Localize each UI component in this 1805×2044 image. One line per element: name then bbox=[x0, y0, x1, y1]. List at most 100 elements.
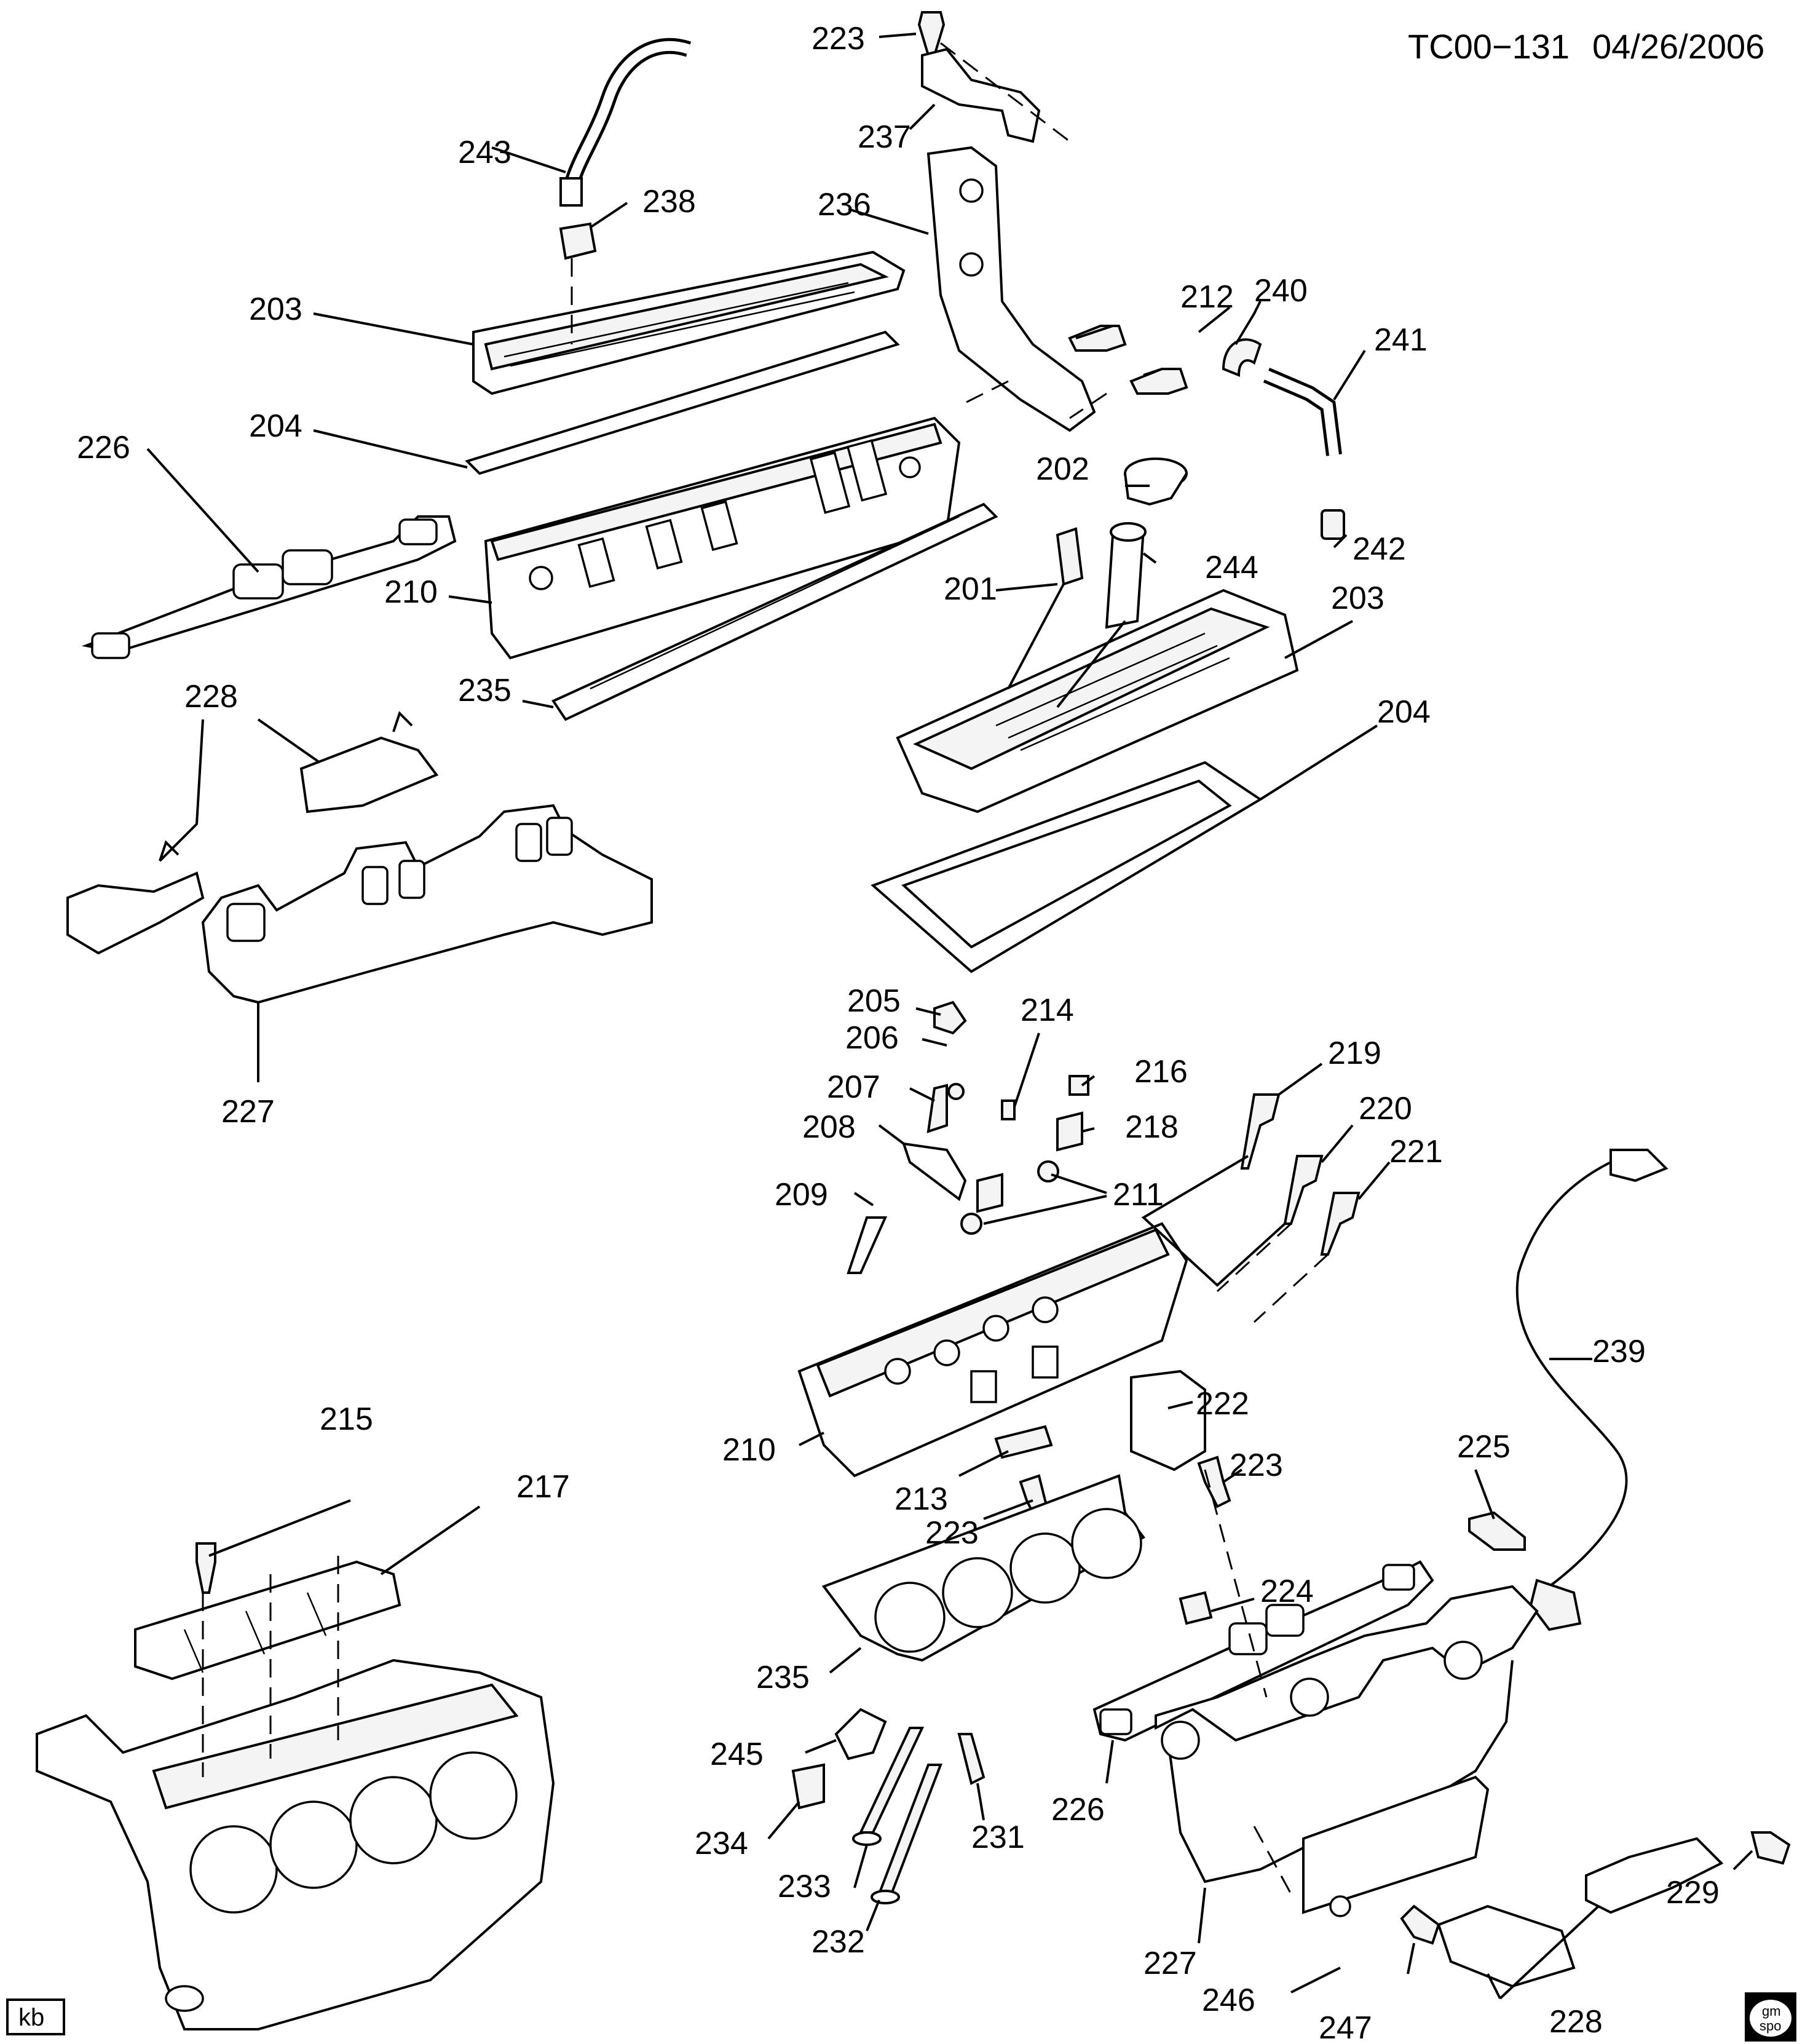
valve-cover-left bbox=[472, 250, 906, 395]
callout-209: 209 bbox=[775, 1177, 828, 1213]
cylinder-head-left bbox=[484, 416, 961, 660]
spring-cap-211b bbox=[960, 1213, 982, 1235]
callout-234: 234 bbox=[695, 1826, 748, 1861]
callout-218: 218 bbox=[1125, 1109, 1179, 1145]
callout-243: 243 bbox=[458, 135, 511, 170]
callout-216: 216 bbox=[1134, 1054, 1188, 1090]
svg-text:spo: spo bbox=[1760, 2018, 1781, 2034]
bolt-229 bbox=[1750, 1831, 1791, 1865]
bolt-223-right bbox=[1197, 1456, 1231, 1508]
callout-244: 244 bbox=[1205, 550, 1258, 585]
breather-fitting bbox=[1056, 527, 1084, 586]
heat-shield-lower-1 bbox=[1437, 1904, 1576, 1988]
callout-227: 227 bbox=[221, 1094, 275, 1130]
oxygen-sensor bbox=[1516, 1149, 1669, 1631]
svg-text:kb: kb bbox=[18, 2004, 44, 2031]
callout-225: 225 bbox=[1457, 1429, 1511, 1465]
bolt-212a bbox=[1068, 325, 1127, 352]
pcv-hose bbox=[559, 38, 692, 207]
callouts: 223 237 236 243 238 203 204 226 210 235 … bbox=[77, 21, 1720, 2044]
callout-206: 206 bbox=[845, 1020, 899, 1056]
callout-233: 233 bbox=[778, 1869, 831, 1904]
exhaust-manifold-right bbox=[1155, 1585, 1539, 1884]
rocker-nut bbox=[933, 1000, 967, 1035]
callout-223: 223 bbox=[812, 21, 865, 57]
bracket-222 bbox=[1130, 1369, 1206, 1472]
bolt-247 bbox=[1400, 1904, 1440, 1945]
callout-228: 228 bbox=[184, 679, 238, 715]
valve-cover-right bbox=[896, 588, 1299, 814]
pushrod bbox=[847, 1216, 888, 1274]
callout-219: 219 bbox=[1328, 1036, 1381, 1071]
callout-241: 241 bbox=[1374, 322, 1428, 358]
callout-226: 226 bbox=[1051, 1792, 1105, 1828]
valve-spring-211 bbox=[976, 1173, 1003, 1213]
callout-232: 232 bbox=[812, 1924, 865, 1960]
callout-205: 205 bbox=[847, 983, 901, 1019]
bracket-213 bbox=[994, 1425, 1053, 1459]
callout-210: 210 bbox=[722, 1432, 776, 1468]
callout-215: 215 bbox=[320, 1401, 373, 1437]
callout-238: 238 bbox=[642, 184, 696, 220]
dowel-231 bbox=[957, 1733, 985, 1785]
callout-220: 220 bbox=[1359, 1091, 1412, 1127]
lifter-retainer bbox=[134, 1560, 401, 1681]
callout-210: 210 bbox=[384, 574, 438, 610]
diagram-code: TC00−131 bbox=[1408, 27, 1570, 66]
callout-231: 231 bbox=[971, 1820, 1025, 1855]
head-bolt-221 bbox=[1320, 1192, 1361, 1256]
callout-203: 203 bbox=[249, 291, 302, 327]
callout-201: 201 bbox=[944, 571, 997, 607]
callout-203: 203 bbox=[1331, 580, 1384, 616]
callout-235: 235 bbox=[458, 673, 511, 708]
rocker-stud bbox=[926, 1083, 948, 1133]
svg-text:gm: gm bbox=[1762, 2003, 1781, 2019]
exhaust-gasket-left bbox=[81, 515, 457, 659]
bolt-top bbox=[917, 11, 946, 57]
pivot-ball bbox=[947, 1083, 965, 1100]
oil-fill-tube bbox=[1105, 522, 1147, 629]
engine-block bbox=[36, 1658, 555, 2030]
callout-247: 247 bbox=[1319, 2010, 1372, 2044]
callout-245: 245 bbox=[710, 1737, 764, 1772]
heat-shield-upper-2 bbox=[66, 840, 205, 955]
part-234 bbox=[791, 1763, 825, 1810]
diagram-date: 04/26/2006 bbox=[1592, 27, 1764, 66]
head-bolt-220 bbox=[1283, 1155, 1324, 1225]
callout-237: 237 bbox=[858, 119, 911, 155]
callout-214: 214 bbox=[1021, 992, 1074, 1028]
callout-202: 202 bbox=[1036, 451, 1089, 487]
callout-226: 226 bbox=[77, 430, 130, 465]
callout-228: 228 bbox=[1549, 2004, 1603, 2040]
callout-213: 213 bbox=[895, 1481, 948, 1517]
callout-221: 221 bbox=[1389, 1134, 1443, 1170]
heat-shield-lower-2 bbox=[1585, 1837, 1724, 1914]
callout-239: 239 bbox=[1592, 1334, 1646, 1369]
initials-box: kb bbox=[6, 1998, 65, 2035]
exhaust-manifold-left bbox=[201, 804, 653, 1004]
callout-227: 227 bbox=[1143, 1946, 1197, 1981]
oil-fill-cap bbox=[1124, 458, 1188, 506]
bolt-212b bbox=[1129, 368, 1188, 395]
callout-236: 236 bbox=[818, 187, 871, 223]
bracket-upper bbox=[921, 47, 1041, 143]
leader-lines bbox=[146, 33, 1753, 2000]
valve-seal-216 bbox=[1068, 1075, 1089, 1096]
rocker-arm bbox=[902, 1142, 967, 1202]
callout-204: 204 bbox=[1377, 694, 1431, 730]
grommet bbox=[559, 222, 597, 260]
heat-shield-upper-1 bbox=[299, 711, 439, 814]
gm-spo-logo: gm spo bbox=[1745, 1992, 1796, 2042]
pcv-hose-right bbox=[1263, 368, 1342, 456]
callout-204: 204 bbox=[249, 408, 302, 444]
callout-229: 229 bbox=[1666, 1875, 1720, 1911]
callout-208: 208 bbox=[802, 1109, 856, 1145]
callout-224: 224 bbox=[1260, 1574, 1314, 1609]
pcv-elbow bbox=[1222, 338, 1262, 377]
head-gasket-left bbox=[551, 502, 998, 721]
callout-240: 240 bbox=[1254, 273, 1308, 309]
callout-223: 223 bbox=[925, 1515, 979, 1551]
valve-spring-218 bbox=[1056, 1111, 1083, 1152]
callout-212: 212 bbox=[1180, 279, 1234, 315]
callout-223: 223 bbox=[1230, 1448, 1283, 1483]
